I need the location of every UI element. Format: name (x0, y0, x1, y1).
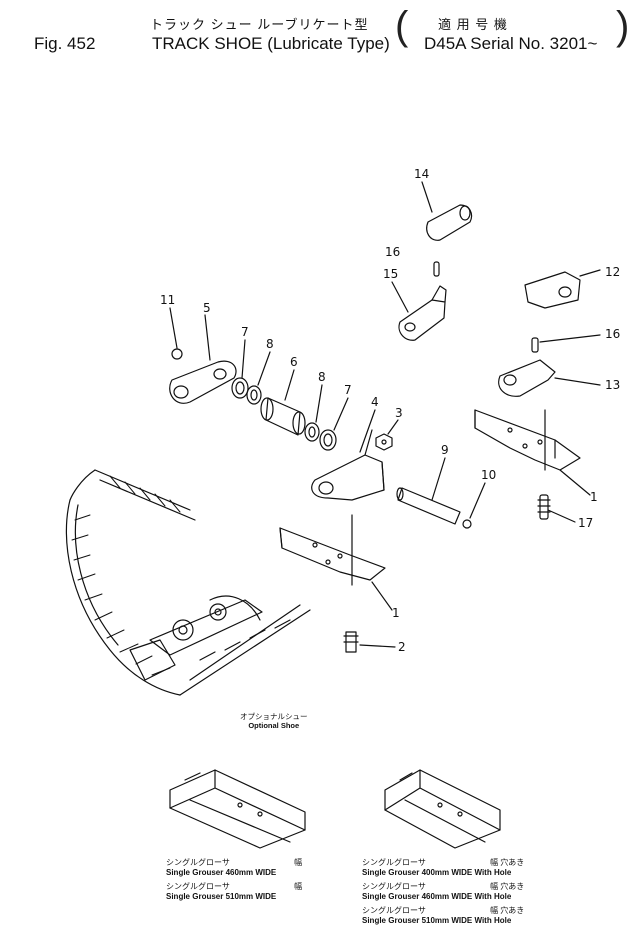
figure-title: TRACK SHOE (Lubricate Type) (152, 34, 390, 53)
part-8-seal-right (304, 384, 323, 442)
part-11-plug (169, 307, 183, 360)
optional-shoe-en: Optional Shoe (248, 721, 300, 730)
model-japanese: 適 用 号 機 (438, 17, 508, 32)
callout-label: 11 (160, 293, 175, 307)
shoe-jp: シングルグローサ (362, 882, 426, 891)
callout-label: 5 (203, 301, 211, 315)
callout-label: 9 (441, 443, 449, 457)
right-shoe-list: シングルグローサ 幅 穴あき Single Grouser 400mm WIDE… (362, 858, 524, 926)
title-japanese: トラック シュー ルーブリケート型 (150, 17, 369, 32)
callout-label: 1 (392, 606, 400, 620)
callout-label: 14 (414, 167, 429, 181)
part-16-pin (433, 261, 440, 277)
part-5-link (169, 314, 237, 404)
callout-label: 8 (266, 337, 274, 351)
left-shoe-list: シングルグローサ 幅 Single Grouser 460mm WIDE シング… (166, 858, 302, 902)
shoe-jp: シングルグローサ (362, 858, 426, 867)
part-1-shoe-center (279, 514, 393, 611)
callout-label: 10 (481, 468, 496, 482)
part-17-bolt (537, 494, 576, 523)
part-12-end-link (524, 269, 601, 309)
shoe-en: Single Grouser 400mm WIDE With Hole (362, 868, 512, 877)
shoe-jp: シングルグローサ (166, 858, 230, 867)
part-8-seal-left (246, 351, 271, 405)
part-6-bushing (260, 369, 306, 436)
callout-label: 8 (318, 370, 326, 384)
shoe-en: Single Grouser 510mm WIDE With Hole (362, 916, 512, 925)
part-7-seal-right (319, 397, 349, 451)
model-serial: D45A Serial No. 3201~ (424, 34, 598, 53)
shoe-jp: シングルグローサ (362, 906, 426, 915)
callout-label: 2 (398, 640, 406, 654)
shoe-en: Single Grouser 460mm WIDE With Hole (362, 892, 512, 901)
callout-label: 1 (590, 490, 598, 504)
callout-label: 12 (605, 265, 620, 279)
right-shoe-item: シングルグローサ 幅 穴あき Single Grouser 460mm WIDE… (362, 882, 524, 902)
shoe-en: Single Grouser 510mm WIDE (166, 892, 277, 901)
callout-label: 15 (383, 267, 398, 281)
part-9-pin (396, 457, 461, 525)
callout-label: 17 (578, 516, 593, 530)
callout-label: 16 (385, 245, 400, 259)
callout-label: 7 (344, 383, 352, 397)
callout-label: 3 (395, 406, 403, 420)
optional-shoe-right (384, 769, 501, 849)
left-shoe-item: シングルグローサ 幅 Single Grouser 460mm WIDE (166, 858, 302, 878)
callout-labels: 14 16 15 12 16 13 11 5 7 8 6 8 7 4 3 9 1… (160, 167, 620, 654)
close-paren: ) (616, 4, 630, 48)
part-7-seal-left (231, 339, 249, 399)
part-3-nut (375, 419, 399, 451)
track-assembly-illustration (65, 469, 311, 696)
optional-shoe-caption: オプショナルシュー Optional Shoe (240, 712, 308, 730)
shoe-jp-width: 幅 (294, 858, 303, 867)
part-4-link (311, 409, 385, 501)
callout-label: 4 (371, 395, 379, 409)
shoe-en: Single Grouser 460mm WIDE (166, 868, 277, 877)
optional-shoe-jp: オプショナルシュー (240, 712, 308, 721)
shoe-jp-width: 幅 穴あき (490, 906, 525, 915)
left-shoe-item: シングルグローサ 幅 Single Grouser 510mm WIDE (166, 882, 302, 902)
part-15-bracket (391, 281, 447, 341)
part-2-bolt (343, 631, 396, 653)
right-shoe-item: シングルグローサ 幅 穴あき Single Grouser 400mm WIDE… (362, 858, 524, 878)
right-shoe-item: シングルグローサ 幅 穴あき Single Grouser 510mm WIDE… (362, 906, 524, 926)
callout-label: 7 (241, 325, 249, 339)
shoe-jp-width: 幅 (294, 882, 303, 891)
shoe-jp: シングルグローサ (166, 882, 230, 891)
open-paren: ( (395, 4, 409, 48)
part-16-right-pin (531, 334, 601, 353)
figure-number: Fig. 452 (34, 34, 96, 53)
optional-shoe-left (169, 769, 306, 849)
part-14-link (421, 181, 473, 241)
part-10-plug (462, 482, 486, 529)
part-13-master-link (498, 359, 601, 397)
callout-label: 16 (605, 327, 620, 341)
callout-label: 13 (605, 378, 620, 392)
shoe-jp-width: 幅 穴あき (490, 882, 525, 891)
callout-label: 6 (290, 355, 298, 369)
part-1-shoe-right (474, 409, 591, 496)
shoe-jp-width: 幅 穴あき (490, 858, 525, 867)
